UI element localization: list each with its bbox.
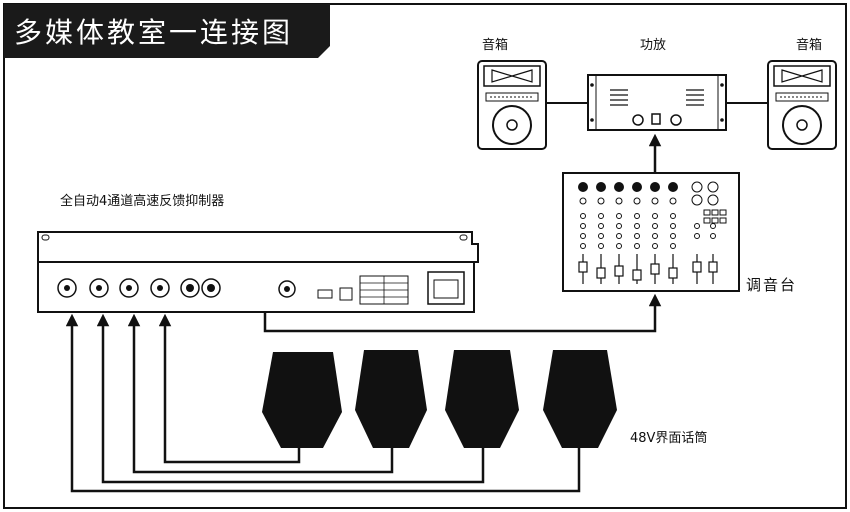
microphone-2: [355, 350, 427, 448]
mixer: [562, 172, 740, 292]
mic4-line: [65, 313, 581, 493]
suppressor-label: 全自动4通道高速反馈抑制器: [60, 193, 224, 209]
microphone-4: [543, 350, 617, 448]
mic2-line: [127, 313, 394, 474]
speaker-left: [477, 60, 547, 150]
speaker-right: [767, 60, 837, 150]
microphones-label: 48V界面话筒: [630, 430, 707, 446]
outer-frame: [3, 3, 847, 509]
microphone-1: [262, 352, 342, 448]
feedback-suppressor: [37, 231, 479, 313]
title-banner: 多媒体教室一连接图: [4, 4, 330, 58]
mixer-label: 调音台: [746, 276, 797, 294]
amplifier: [587, 74, 727, 131]
page-title: 多媒体教室一连接图: [14, 16, 293, 49]
mic1-line: [158, 313, 301, 464]
mic3-line: [96, 313, 485, 484]
microphones: [262, 350, 617, 448]
suppressor-to-mixer-arrow: [263, 293, 662, 333]
speaker-right-label: 音箱: [796, 37, 822, 53]
speaker-left-label: 音箱: [482, 37, 508, 53]
amplifier-label: 功放: [640, 38, 666, 53]
mic-connections: [65, 313, 581, 493]
microphone-3: [445, 350, 519, 448]
